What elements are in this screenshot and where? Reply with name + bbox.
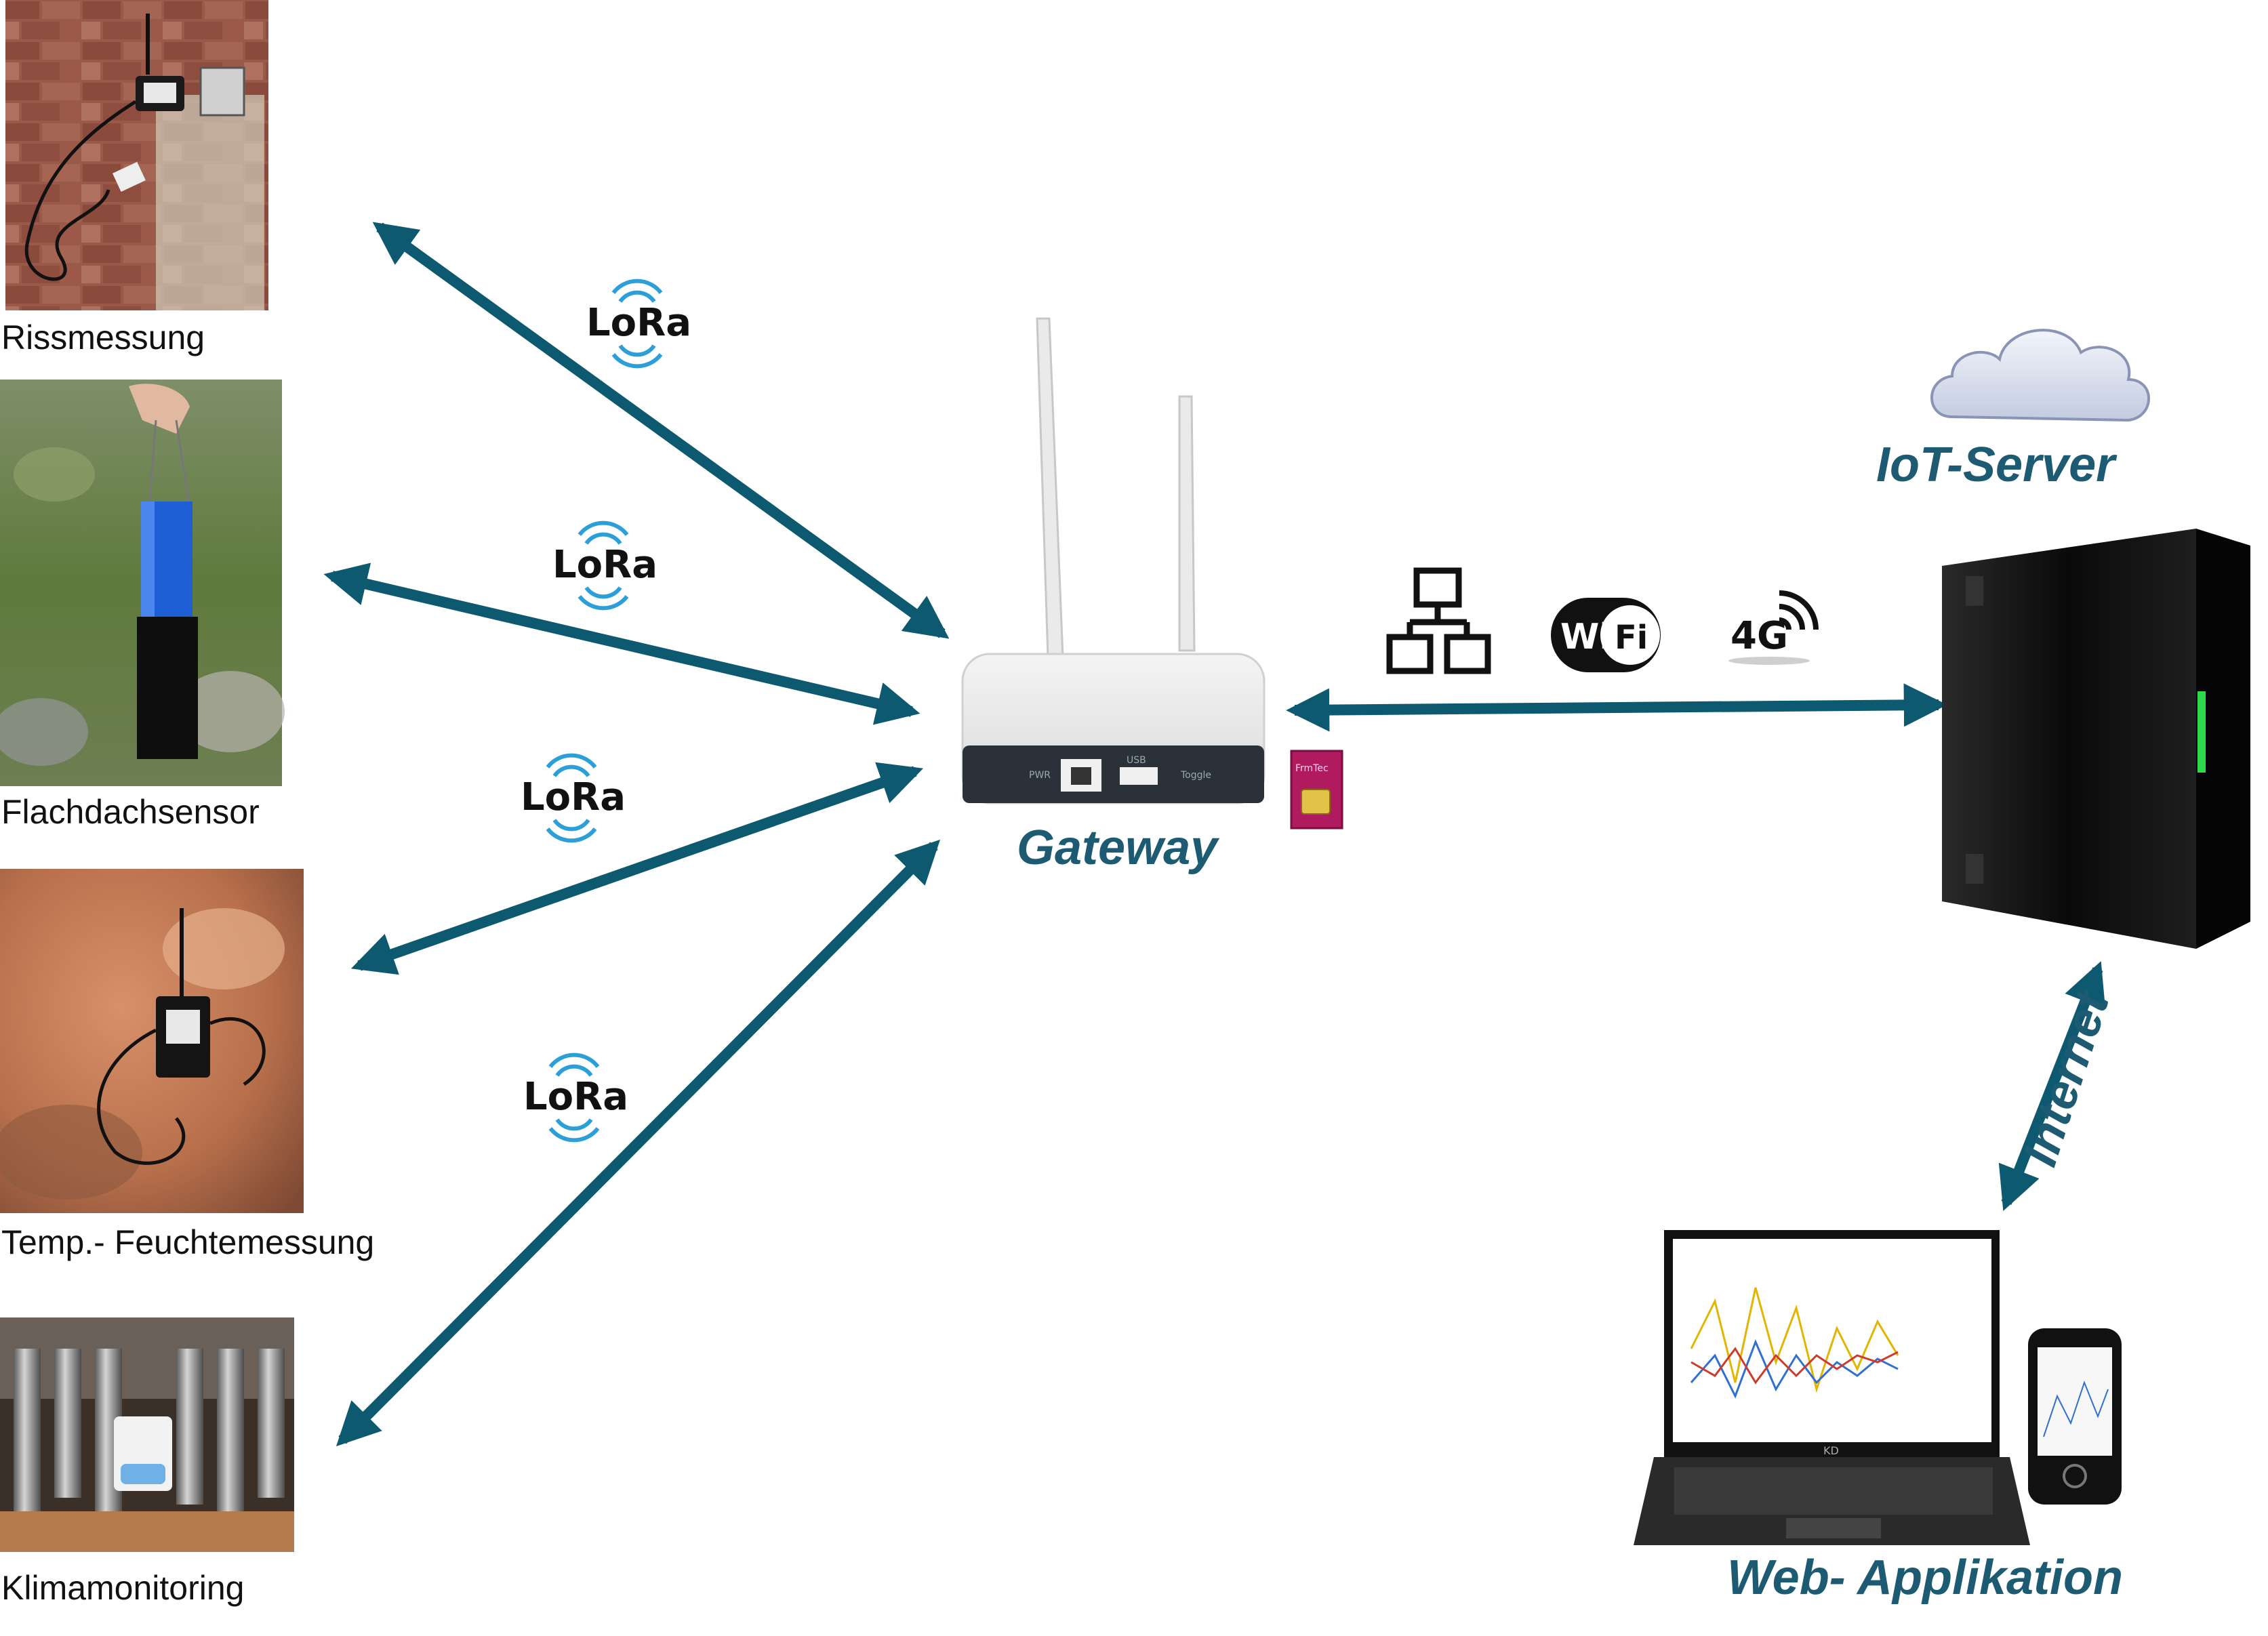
phone-screen bbox=[2038, 1347, 2112, 1456]
server-status-light bbox=[2198, 691, 2206, 773]
sensor-rissmessung: Rissmessung bbox=[1, 0, 268, 356]
cloud-icon bbox=[1930, 329, 2150, 422]
lora-wave-icon bbox=[578, 520, 629, 611]
sensor-label-flachdach: Flachdachsensor bbox=[1, 793, 260, 831]
laptop-brand: KD bbox=[1823, 1444, 1839, 1457]
uplink-arrow bbox=[1286, 683, 1947, 732]
lora-text: LoRa bbox=[586, 301, 691, 345]
gateway-front-panel bbox=[963, 745, 1264, 803]
lora-arrow-2 bbox=[323, 563, 920, 725]
lora-text: LoRa bbox=[523, 1075, 628, 1119]
gateway-device: PWR USB Toggle bbox=[961, 317, 1265, 804]
crack-sensor-photo bbox=[5, 0, 268, 310]
temp-humidity-sensor-photo bbox=[0, 869, 304, 1213]
flat-roof-sensor-photo bbox=[0, 380, 285, 786]
port-label-toggle: Toggle bbox=[1180, 770, 1211, 781]
sensor-label-temp-feuchte: Temp.- Feuchtemessung bbox=[1, 1223, 374, 1261]
lora-arrow-4 bbox=[336, 839, 941, 1447]
server-label: IoT-Server bbox=[1876, 438, 2118, 492]
lora-arrow-3 bbox=[350, 762, 924, 975]
sensor-temp-feuchte: Temp.- Feuchtemessung bbox=[0, 869, 374, 1261]
sensor-label-rissmessung: Rissmessung bbox=[1, 319, 205, 356]
wifi-icon: Wi Fi bbox=[1551, 598, 1661, 672]
usb-port bbox=[1120, 767, 1158, 785]
lora-label-2: LoRa bbox=[552, 520, 657, 611]
port-label-pwr: PWR bbox=[1029, 770, 1051, 781]
sim-label: FrmTec bbox=[1295, 763, 1329, 774]
lora-label-1: LoRa bbox=[586, 279, 691, 369]
internet-arrow bbox=[1998, 961, 2106, 1211]
wifi-text-right: Fi bbox=[1615, 619, 1648, 657]
smartphone bbox=[2028, 1328, 2122, 1505]
laptop: KD bbox=[1634, 1230, 2030, 1545]
network-icon bbox=[1386, 567, 1491, 674]
lora-text: LoRa bbox=[552, 543, 657, 587]
cellular-4g-icon: 4G bbox=[1728, 590, 1819, 665]
gateway-label: Gateway bbox=[1017, 821, 1220, 875]
sim-card: FrmTec bbox=[1290, 750, 1343, 830]
screen-chart-lines bbox=[1690, 1287, 1899, 1399]
lora-text: LoRa bbox=[521, 775, 626, 819]
antenna-left bbox=[1036, 317, 1064, 659]
lora-label-3: LoRa bbox=[521, 753, 626, 843]
sensor-klimamonitoring: Klimamonitoring bbox=[0, 1317, 294, 1607]
lora-links bbox=[323, 222, 950, 1447]
lora-wave-icon bbox=[548, 1052, 600, 1143]
internet-label: Internet bbox=[2012, 983, 2120, 1172]
phone-home-button bbox=[2063, 1464, 2087, 1488]
lora-wave-icon bbox=[611, 279, 663, 369]
sim-chip-icon bbox=[1301, 789, 1331, 815]
antenna-right bbox=[1178, 395, 1196, 652]
climate-sensor-photo bbox=[0, 1317, 294, 1552]
server-tower bbox=[1942, 529, 2250, 949]
sensor-label-klimamonitoring: Klimamonitoring bbox=[1, 1569, 244, 1607]
lora-arrow-1 bbox=[372, 222, 950, 639]
cellular-text: 4G bbox=[1730, 614, 1788, 658]
web-app-label: Web- Applikation bbox=[1727, 1551, 2123, 1605]
sensor-flachdach: Flachdachsensor bbox=[0, 380, 285, 831]
lora-wave-icon bbox=[546, 753, 597, 843]
lora-label-4: LoRa bbox=[523, 1052, 628, 1143]
port-label-usb: USB bbox=[1127, 755, 1146, 766]
